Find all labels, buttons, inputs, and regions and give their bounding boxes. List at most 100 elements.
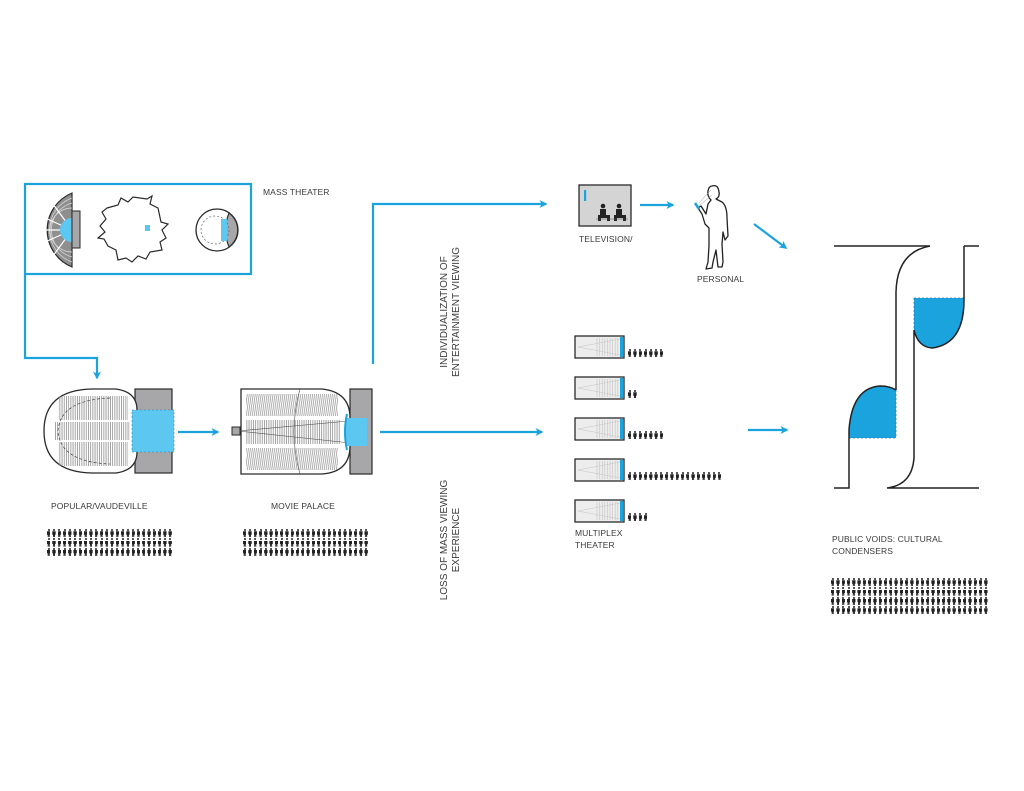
- person-icon: [873, 587, 877, 596]
- person-icon: [354, 529, 357, 538]
- person-icon: [121, 529, 124, 538]
- person-icon: [937, 605, 940, 615]
- person-icon: [639, 349, 642, 358]
- person-icon: [974, 596, 977, 606]
- person-icon: [921, 578, 924, 587]
- person-icon: [322, 529, 326, 538]
- person-icon: [639, 513, 642, 522]
- person-icon: [968, 596, 972, 606]
- person-icon: [889, 605, 893, 615]
- person-icon: [158, 529, 161, 538]
- person-icon: [84, 538, 88, 547]
- person-icon: [296, 529, 299, 538]
- screen-mark: [620, 337, 623, 357]
- person-icon: [349, 538, 352, 547]
- person-icon: [910, 605, 914, 615]
- multiplex-audience: [628, 349, 665, 358]
- person-icon: [100, 547, 103, 557]
- person-icon: [894, 605, 898, 615]
- person-icon: [73, 529, 77, 538]
- person-icon: [243, 538, 247, 547]
- person-icon: [686, 472, 690, 481]
- person-icon: [842, 605, 845, 615]
- person-icon: [665, 472, 669, 481]
- person-icon: [974, 578, 977, 587]
- person-icon: [63, 538, 66, 547]
- person-icon: [153, 529, 156, 538]
- person-icon: [280, 538, 284, 547]
- person-icon: [121, 538, 124, 547]
- person-icon: [338, 538, 342, 547]
- person-icon: [639, 431, 642, 440]
- person-icon: [916, 587, 919, 596]
- person-icon: [697, 472, 700, 481]
- person-icon: [863, 578, 866, 587]
- person-icon: [68, 547, 72, 557]
- person-icon: [831, 605, 835, 615]
- label-individualization: INDIVIDUALIZATION OF ENTERTAINMENT VIEWI…: [439, 242, 463, 382]
- person-icon: [931, 578, 935, 587]
- person-icon: [248, 529, 252, 538]
- person-icon: [894, 587, 898, 596]
- person-icon: [275, 547, 278, 557]
- label-individualization-line1: INDIVIDUALIZATION OF: [439, 256, 450, 368]
- label-movie-palace: MOVIE PALACE: [271, 501, 335, 511]
- person-icon: [126, 538, 130, 547]
- person-icon: [926, 578, 930, 587]
- person-icon: [132, 529, 135, 538]
- person-icon: [942, 587, 945, 596]
- person-icon: [243, 529, 247, 538]
- person-icon: [984, 587, 988, 596]
- person-icon: [900, 605, 903, 615]
- arrow-mass-to-vaudeville: [23, 274, 101, 380]
- person-icon: [644, 349, 647, 358]
- person-icon: [291, 547, 294, 557]
- person-icon: [168, 547, 172, 557]
- crowd-row: [831, 605, 989, 615]
- person-icon: [847, 605, 850, 615]
- person-icon: [649, 472, 653, 481]
- audience-popular-vaudeville: [47, 529, 174, 557]
- person-icon: [836, 578, 840, 587]
- person-icon: [628, 349, 632, 358]
- person-icon: [836, 596, 840, 606]
- person-icon: [147, 547, 151, 557]
- person-icon: [952, 596, 956, 606]
- vaudeville-plan-icon: [43, 388, 175, 474]
- person-icon: [126, 547, 130, 557]
- person-icon: [633, 513, 637, 522]
- person-icon: [132, 547, 135, 557]
- person-icon: [947, 578, 951, 587]
- person-icon: [900, 596, 903, 606]
- label-loss-line2: EXPERIENCE: [451, 507, 462, 573]
- screen-mark: [620, 378, 623, 398]
- person-icon: [968, 578, 972, 587]
- person-icon: [879, 578, 882, 587]
- person-icon: [248, 538, 252, 547]
- person-icon: [889, 578, 893, 587]
- person-icon: [926, 605, 930, 615]
- label-multiplex-theater: MULTIPLEX THEATER: [575, 527, 623, 551]
- person-icon: [691, 472, 695, 481]
- person-icon: [291, 538, 294, 547]
- person-icon: [842, 587, 845, 596]
- tv-viewers-icon: [578, 184, 632, 227]
- person-icon: [857, 605, 861, 615]
- person-icon: [110, 547, 114, 557]
- person-icon: [639, 472, 642, 481]
- person-icon: [264, 547, 268, 557]
- person-icon: [163, 547, 167, 557]
- person-icon: [275, 529, 278, 538]
- person-icon: [921, 596, 924, 606]
- person-icon: [910, 587, 914, 596]
- person-icon: [847, 587, 850, 596]
- crowd-row: [243, 538, 370, 547]
- label-public-voids-line1: PUBLIC VOIDS: CULTURAL: [832, 534, 943, 544]
- person-icon: [905, 596, 908, 606]
- multiplex-screen-icon: [574, 335, 625, 359]
- person-icon: [79, 529, 82, 538]
- person-icon: [52, 529, 56, 538]
- person-icon: [670, 472, 674, 481]
- arrow-palace-to-television: [371, 200, 548, 364]
- person-icon: [931, 596, 935, 606]
